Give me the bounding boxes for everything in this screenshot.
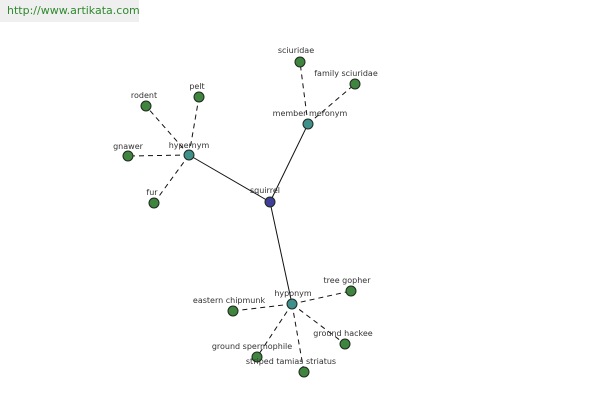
site-link[interactable]: http://www.artikata.com — [0, 0, 140, 22]
node-gnawer[interactable] — [122, 150, 134, 162]
edge-hyponym-eastern-chipmunk — [232, 303, 293, 312]
edge-hyponym-tree-gopher — [291, 290, 352, 305]
nodes — [122, 56, 361, 378]
edge-hyponym-striped-tamias-striatus — [291, 303, 305, 373]
edges — [127, 61, 356, 373]
node-striped-tamias-striatus[interactable] — [298, 366, 310, 378]
edge-hypernym-pelt — [188, 96, 200, 156]
node-hypernym[interactable] — [183, 149, 195, 161]
label-fur: fur — [146, 188, 158, 197]
edge-hyponym-ground-spermophile — [256, 303, 293, 358]
edge-hypernym-fur — [153, 154, 190, 204]
node-member-meronym[interactable] — [302, 118, 314, 130]
edge-squirrel-member-meronym — [269, 123, 309, 203]
label-sciuridae: sciuridae — [278, 46, 314, 55]
label-family-sciuridae: family sciuridae — [314, 69, 378, 78]
edge-squirrel-hyponym — [269, 201, 293, 305]
label-striped-tamias-striatus: striped tamias striatus — [246, 357, 336, 366]
label-ground-spermophile: ground spermophile — [212, 342, 292, 351]
edge-member-meronym-sciuridae — [299, 61, 309, 125]
node-squirrel[interactable] — [264, 196, 276, 208]
node-fur[interactable] — [148, 197, 160, 209]
label-member-meronym: member meronym — [273, 109, 348, 118]
node-sciuridae[interactable] — [294, 56, 306, 68]
label-rodent: rodent — [131, 91, 157, 100]
node-ground-hackee[interactable] — [339, 338, 351, 350]
label-tree-gopher: tree gopher — [324, 276, 372, 285]
edge-member-meronym-family-sciuridae — [307, 83, 356, 125]
node-hyponym[interactable] — [286, 298, 298, 310]
node-pelt[interactable] — [193, 91, 205, 103]
label-ground-hackee: ground hackee — [313, 329, 372, 338]
label-hyponym: hyponym — [274, 289, 312, 298]
node-rodent[interactable] — [140, 100, 152, 112]
edge-hypernym-gnawer — [127, 154, 190, 157]
label-pelt: pelt — [189, 82, 204, 91]
label-hypernym: hypernym — [169, 141, 210, 150]
edge-hypernym-rodent — [145, 105, 190, 156]
label-squirrel: squirrel — [250, 186, 280, 195]
node-tree-gopher[interactable] — [345, 285, 357, 297]
node-labels: squirrel hypernym member meronym hyponym rod… — [113, 46, 378, 366]
node-eastern-chipmunk[interactable] — [227, 305, 239, 317]
label-eastern-chipmunk: eastern chipmunk — [193, 296, 266, 305]
label-gnawer: gnawer — [113, 142, 144, 151]
node-ground-spermophile[interactable] — [251, 351, 263, 363]
edge-hyponym-ground-hackee — [291, 303, 346, 345]
node-family-sciuridae[interactable] — [349, 78, 361, 90]
edge-squirrel-hypernym — [188, 154, 271, 203]
